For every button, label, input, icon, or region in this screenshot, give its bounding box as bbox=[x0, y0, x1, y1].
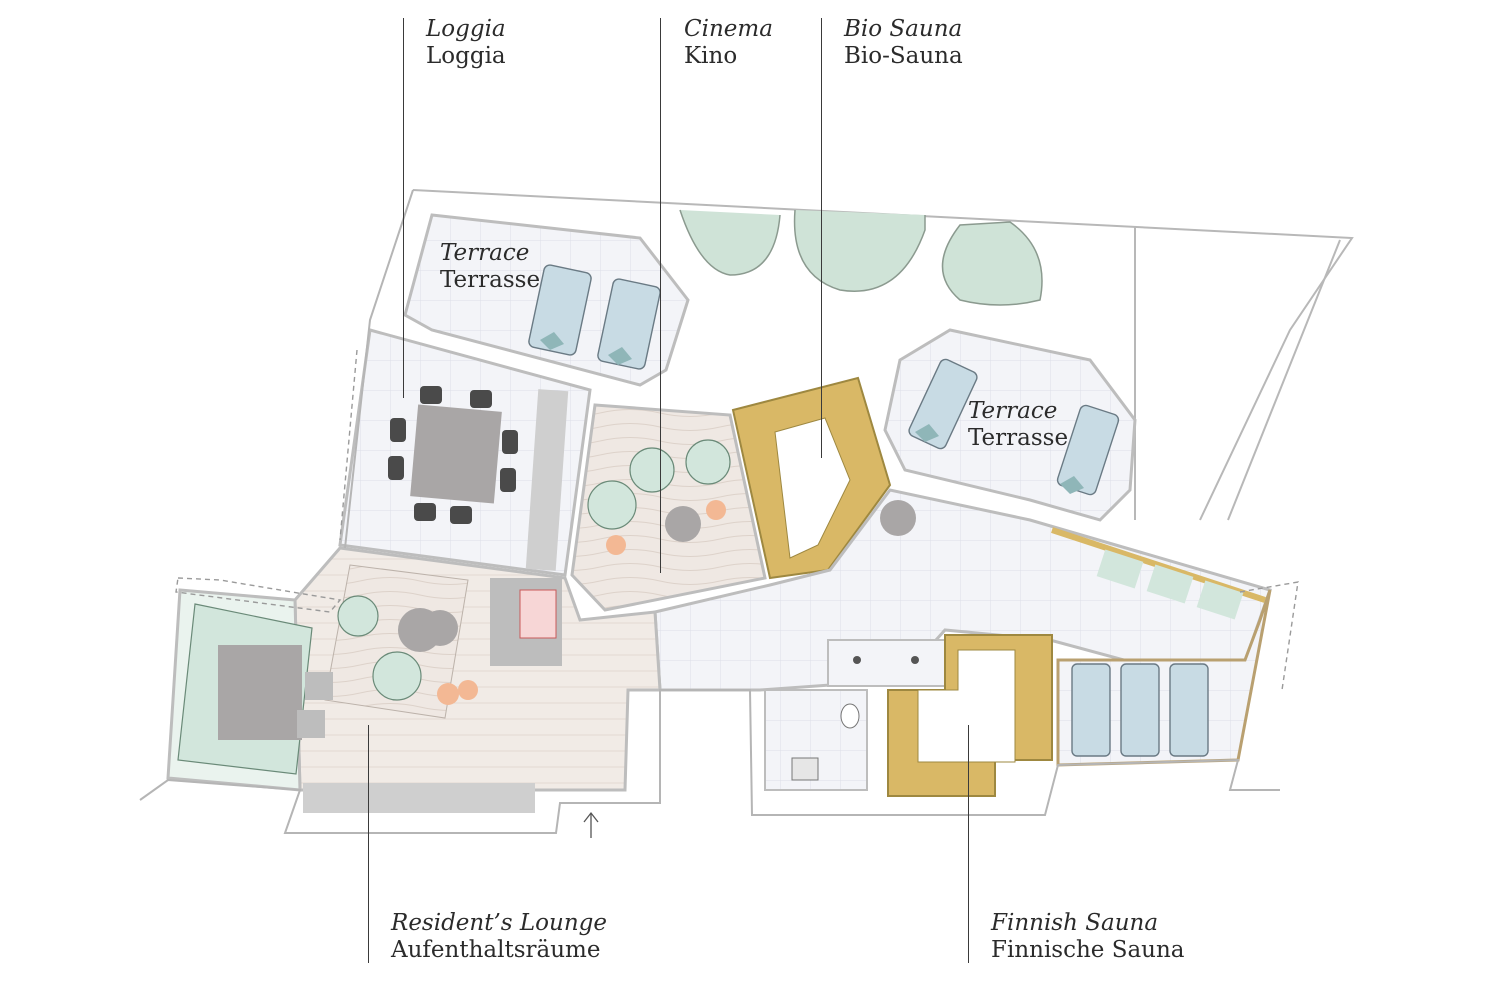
bio-sauna-room bbox=[731, 376, 892, 580]
label-loggia: Loggia Loggia bbox=[426, 16, 506, 70]
label-loggia-en: Loggia bbox=[426, 16, 506, 42]
label-bio-sauna-en: Bio Sauna bbox=[844, 16, 963, 42]
lounge-room bbox=[293, 546, 662, 813]
label-terrace-upper-en: Terrace bbox=[440, 240, 530, 266]
finnish-sauna-room bbox=[887, 634, 1053, 797]
label-bio-sauna-de: Bio-Sauna bbox=[844, 43, 963, 70]
label-terrace-right-en: Terrace bbox=[968, 398, 1058, 424]
label-terrace-right-de: Terrasse bbox=[968, 425, 1069, 452]
label-loggia-de: Loggia bbox=[426, 43, 506, 70]
lounge-sofa-area bbox=[166, 577, 342, 792]
arrow-up-icon bbox=[583, 811, 599, 838]
terrace-upper bbox=[403, 213, 690, 387]
label-cinema: Cinema Kino bbox=[684, 16, 773, 70]
label-cinema-de: Kino bbox=[684, 43, 738, 70]
washroom bbox=[764, 689, 868, 791]
finnish-sauna-leader-line bbox=[968, 725, 970, 963]
building-outline bbox=[139, 189, 1280, 834]
label-lounge-de: Aufenthaltsräume bbox=[391, 937, 601, 964]
label-terrace-upper-de: Terrasse bbox=[440, 267, 541, 294]
bio-sauna-leader-line bbox=[821, 18, 823, 458]
cinema-leader-line bbox=[660, 18, 662, 573]
loggia-leader-line bbox=[403, 18, 405, 398]
label-lounge-en: Resident’s Lounge bbox=[391, 910, 607, 936]
label-finnish-sauna: Finnish Sauna Finnische Sauna bbox=[991, 910, 1185, 964]
label-finnish-sauna-en: Finnish Sauna bbox=[991, 910, 1159, 936]
label-finnish-sauna-de: Finnische Sauna bbox=[991, 937, 1185, 964]
cinema-room bbox=[570, 403, 767, 612]
label-lounge: Resident’s Lounge Aufenthaltsräume bbox=[391, 910, 607, 964]
loggia-room bbox=[338, 328, 592, 577]
trees bbox=[679, 209, 1043, 306]
showers bbox=[827, 639, 947, 687]
label-terrace-upper: Terrace Terrasse bbox=[440, 240, 540, 294]
terrace-right bbox=[883, 328, 1137, 522]
label-bio-sauna: Bio Sauna Bio-Sauna bbox=[844, 16, 963, 70]
lounge-leader-line bbox=[368, 725, 370, 963]
label-cinema-en: Cinema bbox=[684, 16, 773, 42]
label-terrace-right: Terrace Terrasse bbox=[968, 398, 1068, 452]
